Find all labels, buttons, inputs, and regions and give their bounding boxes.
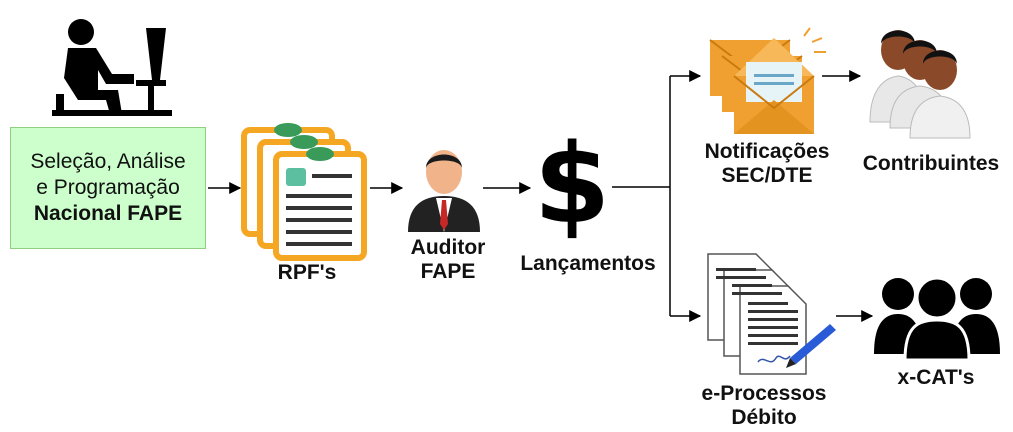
auditor-label: Auditor FAPE [398,236,498,284]
envelopes-icon [709,27,826,134]
xcats-label: x-CAT's [897,366,975,389]
box-line-1: Seleção, Análise [30,150,186,173]
signed-documents-icon [707,253,836,375]
auditor-label-line1: Auditor [410,236,486,259]
lancamentos-label: Lançamentos [520,252,656,275]
eprocessos-label-line1: e-Processos [701,382,827,405]
notificacoes-label: Notificações SEC/DTE [688,140,846,188]
box-line-3: Nacional FAPE [33,202,183,225]
selection-analysis-box: Seleção, Análise e Programação Nacional … [10,127,206,249]
dollar-sign-icon: $ [533,120,611,248]
users-icon [874,276,1000,360]
contribuintes-label: Contribuintes [862,152,1000,175]
notificacoes-label-line1: Notificações [704,140,830,163]
businessman-icon [408,150,480,232]
notificacoes-label-line2: SEC/DTE [721,164,813,187]
documents-icon [241,123,367,261]
person-at-computer-icon [52,19,172,116]
rpfs-label: RPF's [277,261,337,284]
box-line-2: e Programação [36,176,180,199]
eprocessos-label: e-Processos Débito [680,382,848,430]
eprocessos-label-line2: Débito [731,406,797,429]
auditor-label-line2: FAPE [420,260,476,283]
people-group-icon [869,30,971,139]
